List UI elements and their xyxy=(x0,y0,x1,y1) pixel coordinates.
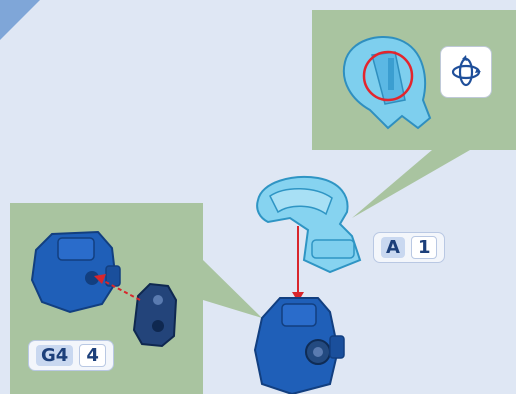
connector-part-g4 xyxy=(134,284,176,346)
part-count: 1 xyxy=(411,236,438,259)
part-count: 4 xyxy=(79,344,106,367)
rotate-view-button[interactable] xyxy=(440,46,492,98)
part-letter: A xyxy=(381,237,405,258)
part-g4-count-badge: G4 4 xyxy=(28,340,114,371)
part-letter: G4 xyxy=(36,345,73,366)
part-a-light-blue xyxy=(257,177,360,272)
assembly-dark-blue xyxy=(255,298,344,394)
arrow-down xyxy=(292,226,304,302)
rotate-3d-icon xyxy=(448,54,484,90)
part-a-count-badge: A 1 xyxy=(373,232,445,263)
